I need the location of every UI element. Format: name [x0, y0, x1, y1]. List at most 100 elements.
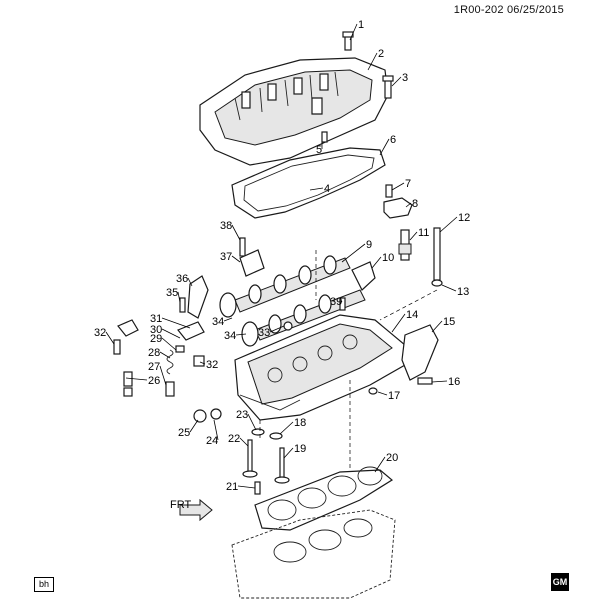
- valve-intake: [242, 439, 258, 478]
- callout-33: 33: [258, 327, 270, 339]
- sensor-8: [383, 197, 413, 219]
- leader-6: [379, 138, 390, 156]
- gm-logo: GM: [551, 573, 569, 591]
- spark-plug-11: [398, 229, 412, 261]
- cylinder-head: [234, 314, 406, 421]
- callout-23: 23: [236, 409, 248, 421]
- leader-24: [213, 419, 219, 441]
- callout-3: 3: [402, 72, 408, 84]
- diagram-date: 06/25/2015: [506, 4, 564, 16]
- bolt-16: [417, 377, 433, 385]
- leader-31: [161, 317, 191, 329]
- leader-27: [159, 365, 167, 386]
- leader-14: [391, 313, 406, 333]
- front-direction-arrow: FRT: [170, 498, 213, 522]
- leader-21: [237, 485, 256, 489]
- leader-10: [371, 256, 382, 269]
- callout-22: 22: [228, 433, 240, 445]
- callout-9: 9: [366, 239, 372, 251]
- leader-25: [189, 419, 199, 433]
- callout-28: 28: [148, 347, 160, 359]
- callout-leaders: [105, 23, 458, 489]
- callout-15: 15: [443, 316, 455, 328]
- callout-29: 29: [150, 333, 162, 345]
- leader-4: [309, 187, 324, 191]
- washer-13: [431, 279, 443, 287]
- plug-17: [368, 387, 378, 395]
- valve-exhaust: [274, 447, 290, 484]
- leader-15: [431, 320, 443, 333]
- callout-39: 39: [330, 296, 342, 308]
- front-label: FRT: [170, 499, 191, 511]
- leader-23: [247, 413, 257, 431]
- callout-4: 4: [324, 183, 330, 195]
- callout-5: 5: [316, 144, 322, 156]
- bolt-5: [321, 131, 328, 143]
- callout-19: 19: [294, 443, 306, 455]
- callout-34: 34: [212, 316, 224, 328]
- bolt-7: [385, 184, 393, 198]
- leader-16: [431, 380, 448, 383]
- callout-32-second: 32: [206, 359, 218, 371]
- callout-6: 6: [390, 134, 396, 146]
- callout-7: 7: [405, 178, 411, 190]
- leader-8: [405, 202, 412, 208]
- dowel-21: [254, 481, 261, 495]
- callout-35: 35: [166, 287, 178, 299]
- diagram-header: 1R00-202 06/25/2015: [454, 4, 564, 16]
- leader-37: [231, 255, 241, 263]
- callout-2: 2: [378, 48, 384, 60]
- seal-23: [251, 428, 265, 436]
- leader-22: [239, 437, 249, 447]
- callout-32: 32: [94, 327, 106, 339]
- leader-26: [125, 377, 148, 381]
- callout-numbers: 1234567891011121314151617181920212223242…: [94, 19, 470, 493]
- callout-37: 37: [220, 251, 232, 263]
- callout-13: 13: [457, 286, 469, 298]
- valve-cover: [199, 57, 389, 166]
- leader-36: [187, 277, 193, 287]
- leader-29: [161, 337, 177, 351]
- leader-32: [105, 331, 115, 345]
- leader-34-second: [235, 333, 247, 336]
- callout-11: 11: [418, 227, 429, 239]
- leader-18: [279, 421, 294, 435]
- callout-18: 18: [294, 417, 306, 429]
- bolt-12: [433, 227, 441, 281]
- callout-14: 14: [406, 309, 418, 321]
- leader-38: [231, 224, 241, 241]
- engine-block-outline: [231, 509, 396, 599]
- leader-7: [391, 182, 405, 191]
- callout-1: 1: [358, 19, 364, 31]
- head-gasket: [254, 466, 394, 531]
- seal-18: [269, 432, 283, 440]
- callout-17: 17: [388, 390, 400, 402]
- cover-gasket: [231, 147, 386, 219]
- intake-camshaft: [219, 255, 351, 318]
- callout-26: 26: [148, 375, 160, 387]
- leader-12: [439, 216, 458, 233]
- callout-27: 27: [148, 361, 160, 373]
- callout-36: 36: [176, 273, 188, 285]
- leader-35: [177, 291, 181, 303]
- callout-21: 21: [226, 481, 238, 493]
- callout-25: 25: [178, 427, 190, 439]
- leader-13: [441, 284, 457, 292]
- callout-38: 38: [220, 220, 232, 232]
- leader-39: [339, 300, 343, 305]
- callout-30: 30: [150, 324, 162, 336]
- callout-24: 24: [206, 435, 218, 447]
- valve-train-parts: [113, 237, 346, 423]
- leader-1: [349, 23, 358, 41]
- callout-12: 12: [458, 212, 470, 224]
- diagram-code: 1R00-202: [453, 4, 504, 16]
- callout-34-second: 34: [224, 330, 236, 342]
- footer-tag: bh: [34, 577, 54, 592]
- leader-3: [391, 76, 402, 87]
- callout-31: 31: [150, 313, 162, 325]
- bolt-1: [342, 31, 354, 51]
- leader-30: [161, 328, 181, 339]
- callout-10: 10: [382, 252, 394, 264]
